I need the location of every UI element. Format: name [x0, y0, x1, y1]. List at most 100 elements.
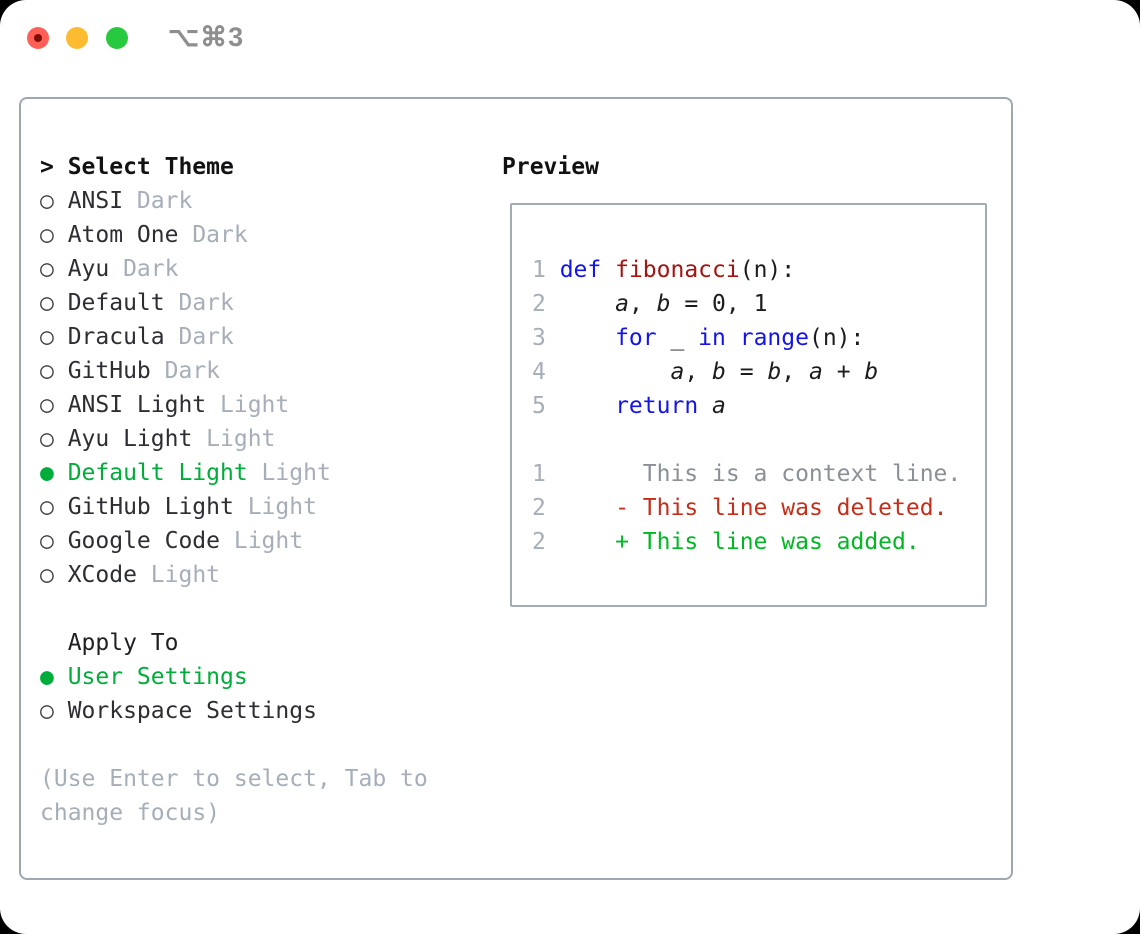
radio-icon: ○ [40, 698, 54, 724]
window-title: ⌥⌘3 [168, 22, 245, 52]
theme-variant-badge: Light [220, 528, 304, 554]
spacer [40, 592, 490, 626]
token-pl: , [781, 359, 809, 385]
theme-variant-badge: Dark [178, 222, 248, 248]
radio-icon: ○ [40, 562, 54, 588]
radio-icon: ○ [40, 256, 54, 282]
theme-variant-badge: Dark [109, 256, 179, 282]
theme-option[interactable]: ○GitHub Dark [40, 354, 490, 388]
token-kw: def [559, 257, 602, 283]
theme-option[interactable]: ●Default Light Light [40, 456, 490, 490]
token-pl: (n): [739, 257, 796, 283]
theme-option-label: GitHub [67, 358, 151, 384]
token-pl [726, 325, 740, 351]
theme-option[interactable]: ○ Default Dark [40, 286, 490, 320]
token-var: b [767, 359, 782, 385]
close-button[interactable] [27, 27, 49, 49]
token-var: b [656, 291, 671, 317]
token-pl [560, 495, 615, 521]
line-number: 2 [532, 495, 546, 521]
theme-variant-badge: Light [136, 562, 221, 588]
theme-option[interactable]: ○ANSI Dark [40, 184, 490, 218]
diff-deleted-line: 2 - This line was deleted. [532, 491, 975, 525]
theme-option[interactable]: ○GitHub Light Light [40, 490, 490, 524]
apply-option[interactable]: ○Workspace Settings [40, 694, 490, 728]
theme-option[interactable]: ○ Ayu Dark [40, 252, 490, 286]
radio-icon: ○ [40, 392, 54, 418]
select-theme-label: Select Theme [67, 154, 234, 180]
theme-option-label: ANSI [67, 188, 124, 214]
token-var: a [712, 393, 726, 419]
line-number: 2 [532, 291, 546, 317]
theme-variant-badge: Dark [164, 290, 234, 316]
token-kw: for [615, 325, 657, 351]
radio-icon: ○ [40, 290, 54, 316]
code-line: 5 return a [532, 389, 975, 423]
token-fn: fibonacci [615, 257, 740, 283]
token-pl [698, 393, 712, 419]
token-kw: return [615, 393, 699, 419]
token-ctx: This is a context line. [559, 461, 962, 487]
radio-selected-icon: ● [40, 664, 54, 690]
theme-variant-badge: Light [233, 494, 317, 520]
theme-option-label: Default Light [67, 460, 248, 486]
theme-option-label: ANSI Light [67, 392, 207, 418]
theme-option[interactable]: ○Google Code Light [40, 524, 490, 558]
hint-line: change focus) [40, 800, 221, 826]
token-var: a [615, 291, 629, 317]
token-kw: range [739, 325, 809, 351]
theme-option[interactable]: ○ XCode Light [40, 558, 490, 592]
apply-to-header: Apply To [40, 626, 490, 660]
prompt-icon: > [40, 154, 54, 180]
token-pl: _ [656, 325, 699, 351]
token-add: + This line was added. [615, 529, 920, 555]
token-del: - This line was deleted. [615, 495, 948, 521]
hint-line: (Use Enter to select, Tab to [40, 766, 428, 792]
line-number: 5 [532, 393, 546, 419]
theme-option-label: GitHub Light [67, 494, 234, 520]
theme-option[interactable]: ○ANSI Light Light [40, 388, 490, 422]
theme-variant-badge: Light [192, 426, 276, 452]
token-pl: = [725, 359, 768, 385]
radio-icon: ○ [40, 188, 54, 214]
apply-to-list: ● User Settings ○Workspace Settings [40, 660, 490, 728]
token-pl [560, 359, 671, 385]
token-pl [601, 257, 615, 283]
indent [40, 626, 68, 660]
apply-option[interactable]: ● User Settings [40, 660, 490, 694]
theme-variant-badge: Dark [150, 358, 221, 384]
theme-option-label: XCode [67, 562, 137, 588]
radio-icon: ○ [40, 528, 54, 554]
titlebar: ⌥⌘3 [0, 0, 1140, 76]
select-theme-header: > Select Theme [40, 150, 490, 184]
keyboard-hint: (Use Enter to select, Tab to change focus… [40, 762, 490, 830]
token-pl: , [628, 291, 657, 317]
token-kw: in [698, 325, 726, 351]
token-var: b [712, 359, 726, 385]
minimize-button[interactable] [66, 27, 88, 49]
theme-option-label: Ayu [67, 256, 110, 282]
token-var: b [864, 359, 879, 385]
token-pl [560, 291, 615, 317]
theme-selector: >Select Theme ○ANSI Dark○Atom One Dark○A… [40, 150, 490, 830]
theme-option[interactable]: ○Dracula Dark [40, 320, 490, 354]
theme-list: ○ANSI Dark○Atom One Dark○Ayu Dark○Defaul… [40, 184, 490, 592]
line-number: 2 [532, 529, 546, 555]
theme-option-label: Default [67, 290, 165, 316]
theme-option[interactable]: ○Ayu Light Light [40, 422, 490, 456]
token-pl: = 0, 1 [670, 291, 768, 317]
spacer [40, 728, 490, 762]
code-line: 3 for _ in range(n): [532, 321, 975, 355]
apply-option-label: User Settings [67, 664, 248, 690]
line-number: 4 [532, 359, 546, 385]
theme-option[interactable]: ○Atom One Dark [40, 218, 490, 252]
zoom-button[interactable] [106, 27, 128, 49]
theme-option-label: Dracula [67, 324, 165, 350]
theme-option-label: Atom One [67, 222, 179, 248]
main-panel: >Select Theme ○ANSI Dark○Atom One Dark○A… [19, 97, 1013, 880]
token-pl [560, 529, 615, 555]
